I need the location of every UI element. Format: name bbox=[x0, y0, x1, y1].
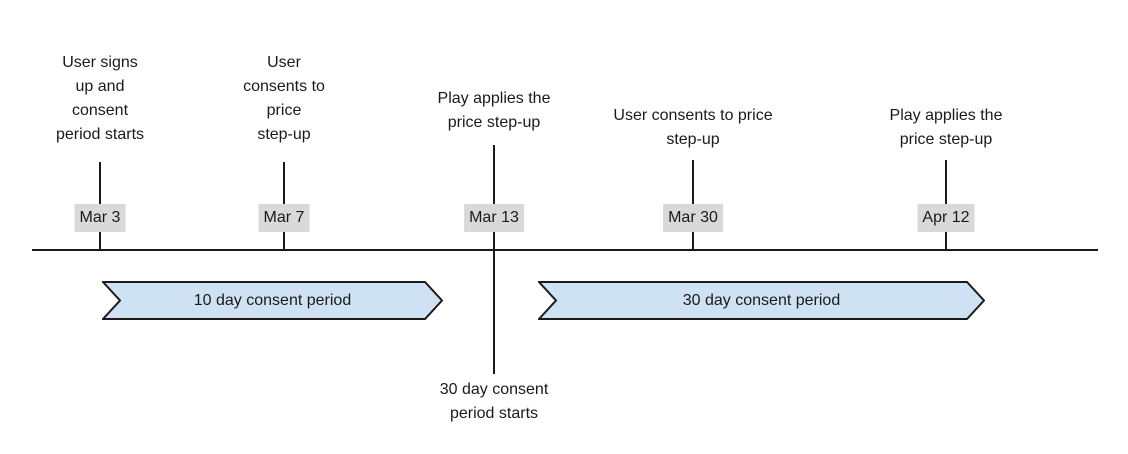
ribbon-arrow-shape bbox=[538, 281, 985, 320]
milestone-date-mar30: Mar 30 bbox=[663, 204, 723, 232]
consent-period-30-day-label: 30 day consent period bbox=[682, 291, 841, 309]
milestone-label-mar3: User signs up and consent period starts bbox=[55, 54, 145, 143]
consent-period-30-day: 30 day consent period bbox=[538, 281, 985, 320]
milestone-stem-mar13 bbox=[493, 145, 495, 374]
milestone-label-mar7: User consents to price step-up bbox=[243, 54, 325, 143]
milestone-date-mar7: Mar 7 bbox=[258, 204, 310, 232]
consent-period-10-day-label: 10 day consent period bbox=[193, 291, 352, 309]
milestone-date-apr12: Apr 12 bbox=[917, 204, 975, 232]
timeline-axis bbox=[32, 249, 1098, 251]
milestone-date-mar3: Mar 3 bbox=[74, 204, 126, 232]
milestone-date-mar13: Mar 13 bbox=[464, 204, 524, 232]
milestone-label-mar13: Play applies the price step-up bbox=[437, 90, 551, 131]
milestone-label-apr12: Play applies the price step-up bbox=[889, 107, 1003, 148]
annotation-30-day-period-starts: 30 day consent period starts bbox=[439, 381, 549, 422]
consent-period-10-day: 10 day consent period bbox=[102, 281, 443, 320]
ribbon-arrow-shape bbox=[102, 281, 443, 320]
milestone-label-mar30: User consents to price step-up bbox=[613, 107, 773, 148]
